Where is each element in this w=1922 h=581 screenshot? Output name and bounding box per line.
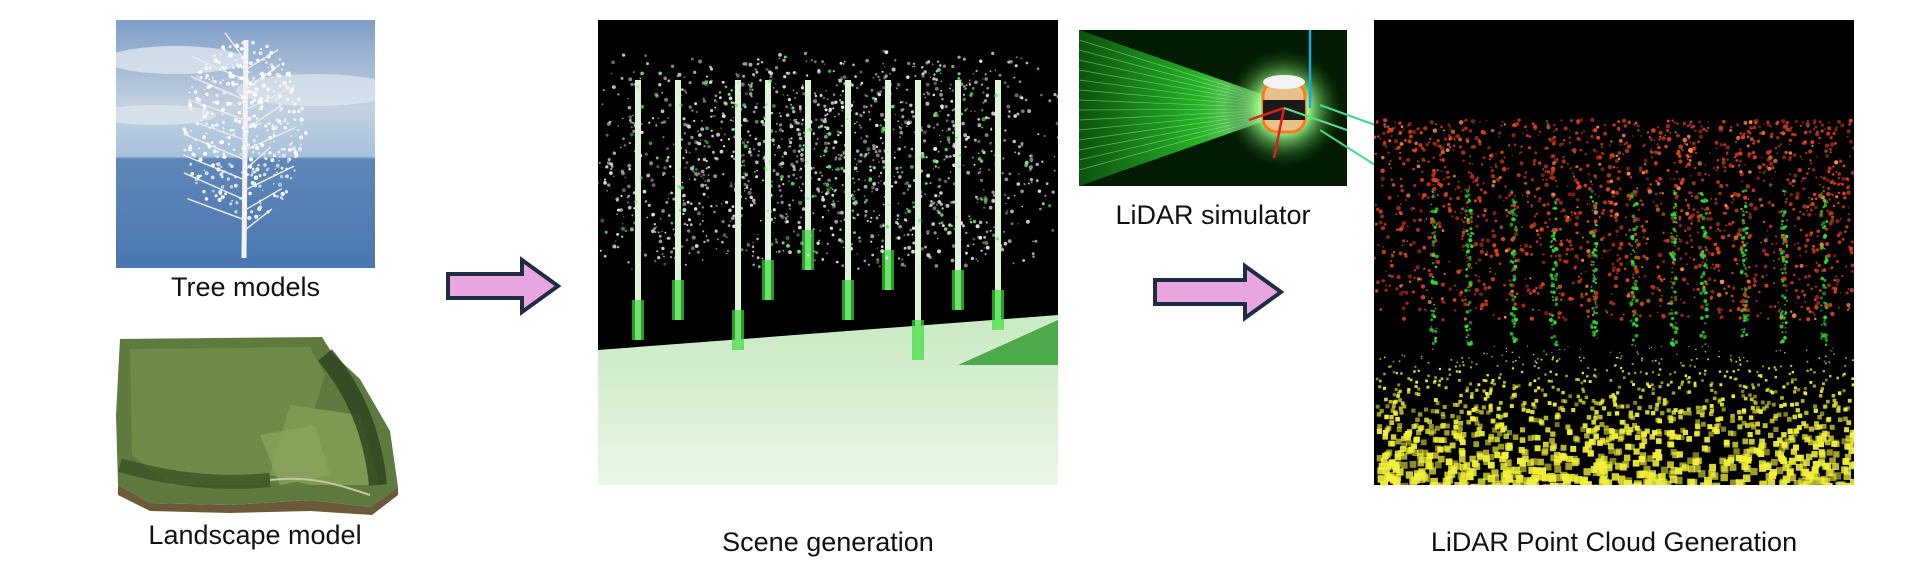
point-cloud-image: [1374, 20, 1854, 485]
scene-tree-canopy: [598, 49, 1058, 271]
flow-arrow-2: [1151, 262, 1287, 322]
scene-tree-trunks: [632, 80, 1004, 360]
canopy-points: [1374, 118, 1854, 322]
scene-generation-image: [598, 20, 1058, 485]
landscape-model-caption: Landscape model: [148, 520, 362, 550]
tree-model-shape: [182, 32, 308, 259]
tree-model-image: [116, 20, 375, 268]
flow-arrow-1: [444, 256, 564, 316]
lidar-simulator-image: [1079, 30, 1347, 186]
point-cloud-caption: LiDAR Point Cloud Generation: [1430, 527, 1798, 557]
scene-generation-caption: Scene generation: [722, 527, 934, 557]
lidar-simulator-caption: LiDAR simulator: [1115, 200, 1311, 230]
ground-points: [1375, 345, 1854, 485]
landscape-model-image: [110, 335, 400, 515]
simulator-connector-lines: [1320, 104, 1376, 166]
tree-models-caption: Tree models: [170, 272, 321, 302]
